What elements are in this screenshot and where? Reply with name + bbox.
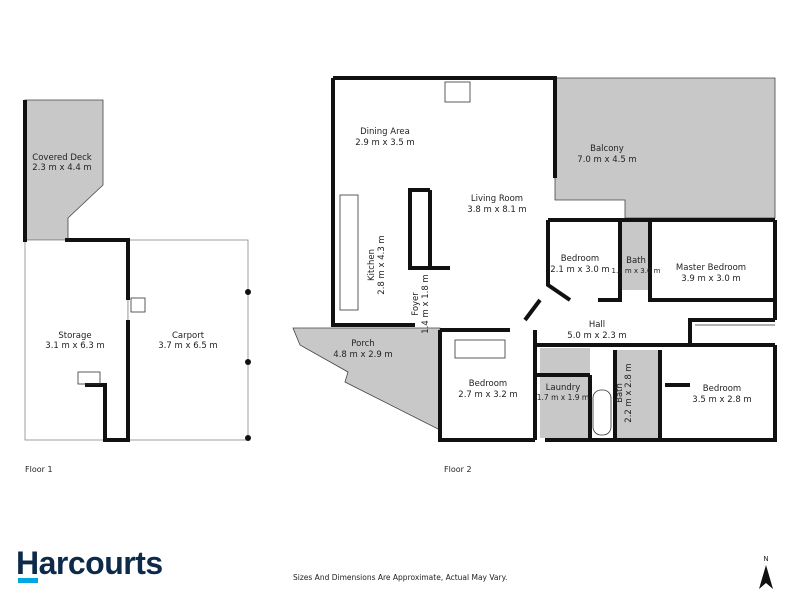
floor-1-plan [23,99,251,442]
carport-area [127,239,249,441]
room-name: Covered Deck [32,153,91,163]
room-name: Hall [589,320,605,330]
room-size: 4.8 m x 2.9 m [333,350,392,360]
room-name: Balcony [590,144,624,154]
room-name: Bedroom [561,254,599,264]
room-size: 3.5 m x 2.8 m [692,395,751,405]
room-name: Foyer [411,292,421,316]
north-arrow-icon [759,565,773,589]
room-size: 3.1 m x 6.3 m [45,341,104,351]
room-size: 1.4 m x 1.8 m [421,274,431,333]
room-size: 2.8 m x 4.3 m [377,235,387,294]
room-size: 2.1 m x 3.0 m [550,265,609,275]
room-name: Porch [351,339,374,349]
room-name: Master Bedroom [676,263,746,273]
room-size: 2.3 m x 4.4 m [32,163,91,173]
room-name: Dining Area [360,127,410,137]
north-label: N [763,555,769,563]
room-size: 1.2 m x 3.0 m [612,267,661,275]
room-name: Storage [58,331,91,341]
floor-1-label: Floor 1 [25,465,53,474]
compass: N [756,555,776,591]
room-size: 7.0 m x 4.5 m [577,155,636,165]
room-size: 3.8 m x 8.1 m [467,205,526,215]
room-name: Kitchen [367,249,377,281]
room-size: 3.7 m x 6.5 m [158,341,217,351]
room-name: Bedroom [469,379,507,389]
storage-area [24,239,129,441]
ensuite-area [620,222,650,290]
room-size: 2.9 m x 3.5 m [355,138,414,148]
bath-area [615,350,660,438]
floor-2-plan [292,76,777,442]
logo-accent-bar [18,578,38,583]
laundry-area [540,348,590,438]
room-size: 5.0 m x 2.3 m [567,331,626,341]
disclaimer-text: Sizes And Dimensions Are Approximate, Ac… [293,573,508,582]
room-size: 3.9 m x 3.0 m [681,274,740,284]
room-size: 2.2 m x 2.8 m [624,363,634,422]
room-size: 1.7 m x 1.9 m [537,393,589,402]
floor-2-label: Floor 2 [444,465,472,474]
room-name: Laundry [546,383,581,393]
room-name: Bath [615,383,625,403]
balcony-area [554,77,776,219]
room-name: Living Room [471,194,523,204]
room-name: Bedroom [703,384,741,394]
room-name: Carport [172,331,205,341]
harcourts-logo: Harcourts [16,545,163,581]
room-name: Bath [626,256,646,266]
room-size: 2.7 m x 3.2 m [458,390,517,400]
